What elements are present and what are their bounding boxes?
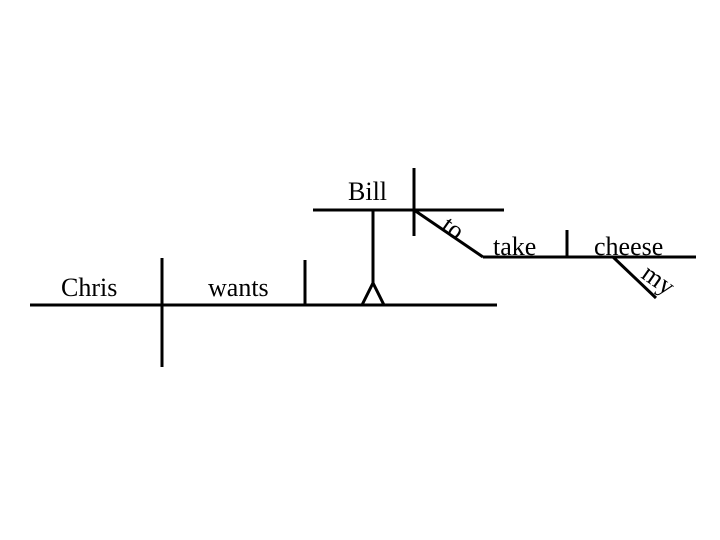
modifier-word: my <box>637 258 681 301</box>
object-word: cheese <box>594 232 663 261</box>
infinitive-verb-word: take <box>493 232 536 261</box>
modifier-slant <box>611 255 658 300</box>
infinitive-marker-slant <box>413 208 484 259</box>
subject-word: Chris <box>61 273 117 302</box>
infinitive-marker-word: to <box>437 210 470 245</box>
pedestal-foot <box>360 279 386 306</box>
phrase-subject-word: Bill <box>348 177 387 206</box>
verb-word: wants <box>208 273 269 302</box>
